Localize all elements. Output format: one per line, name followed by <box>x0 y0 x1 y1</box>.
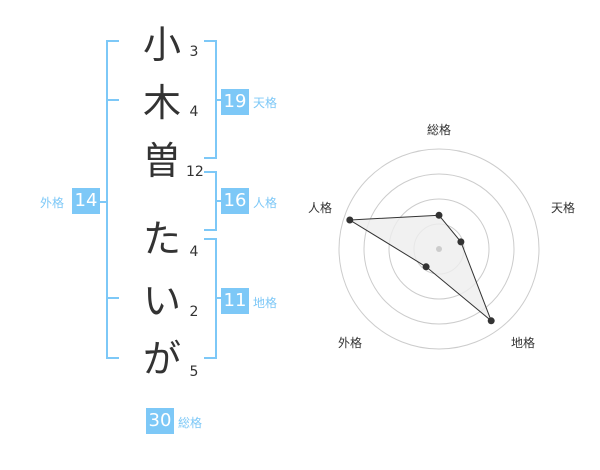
name-char-3: 曽 <box>142 139 181 183</box>
radar-point-5 <box>346 216 354 224</box>
stroke-count-1: 3 <box>189 44 199 60</box>
radar-ring-4 <box>338 148 540 350</box>
stroke-count-5: 2 <box>189 304 199 320</box>
radar-point-4 <box>422 263 430 271</box>
radar-label-soukaku: 総格 <box>427 123 452 137</box>
stroke-count-4: 4 <box>189 244 199 260</box>
chikaku-label: 地格 <box>253 296 278 310</box>
gaikaku-badge: 14 <box>72 188 100 214</box>
radar-label-gaikaku: 外格 <box>338 336 363 350</box>
radar-label-tenkaku: 天格 <box>551 201 576 215</box>
radar-polygon <box>348 214 493 323</box>
radar-point-1 <box>435 211 443 219</box>
radar-ring-2 <box>388 198 490 300</box>
name-char-1: 小 <box>142 23 181 67</box>
name-char-6: が <box>142 337 181 381</box>
soukaku-label: 総格 <box>178 416 203 430</box>
jinkaku-label: 人格 <box>253 196 278 210</box>
tenkaku-label: 天格 <box>253 96 278 110</box>
soukaku-badge: 30 <box>146 408 174 434</box>
tenkaku-badge: 19 <box>221 89 249 115</box>
gaikaku-label: 外格 <box>40 196 65 210</box>
name-char-5: い <box>142 279 181 323</box>
radar-ring-3 <box>363 173 515 325</box>
chikaku-badge: 11 <box>221 288 249 314</box>
radar-point-3 <box>487 317 495 325</box>
stroke-count-2: 4 <box>189 104 199 120</box>
stroke-count-6: 5 <box>189 364 199 380</box>
radar-point-2 <box>457 238 465 246</box>
name-char-4: た <box>142 217 181 261</box>
stroke-count-3: 12 <box>186 164 204 180</box>
radar-label-jinkaku: 人格 <box>308 201 333 215</box>
gaikaku-bracket <box>106 40 119 359</box>
radar-center-dot <box>436 246 442 252</box>
name-char-2: 木 <box>142 81 181 125</box>
radar-label-chikaku: 地格 <box>511 336 536 350</box>
jinkaku-badge: 16 <box>221 188 249 214</box>
